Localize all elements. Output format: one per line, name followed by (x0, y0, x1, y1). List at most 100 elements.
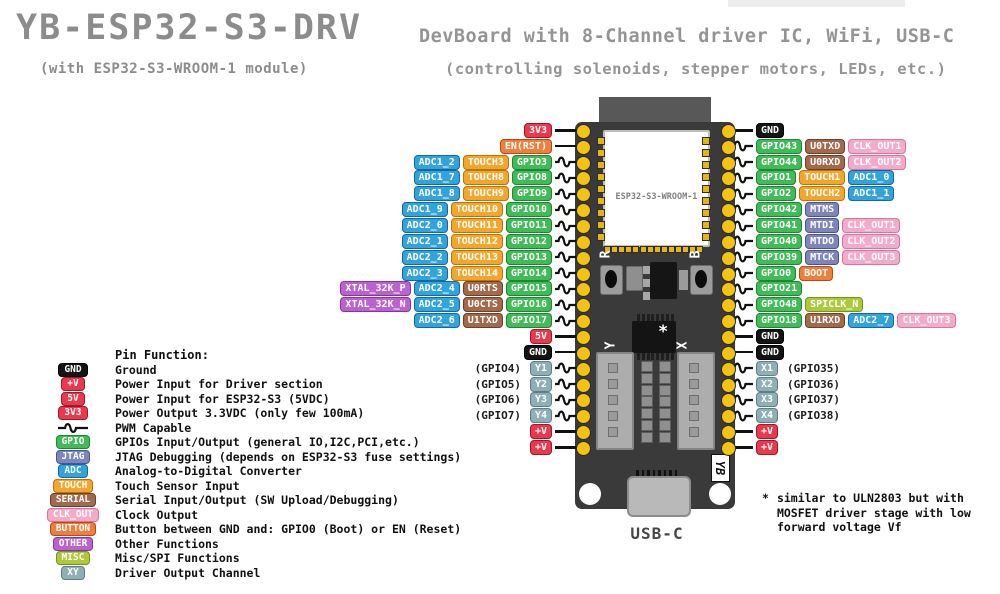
module-pad (701, 185, 710, 193)
resistor-pad (659, 420, 671, 431)
capacitor (626, 266, 643, 291)
connector-pin-hole (608, 363, 618, 373)
pin-badge-gpio44: GPIO44 (756, 154, 803, 170)
pin-badge-adc1-7: ADC1_7 (413, 170, 460, 186)
pin-row-right-1: GND (731, 122, 785, 138)
pwm-squiggle-icon (731, 267, 753, 279)
wire-line (731, 446, 753, 449)
legend-badge-cell: ADC (47, 464, 99, 479)
pin-badge-gnd: GND (756, 328, 785, 344)
pin-badge-adc2-4: ADC2_4 (413, 281, 460, 297)
pwm-squiggle-icon (555, 235, 577, 247)
legend-title-row: Pin Function: (47, 348, 461, 363)
pin-ref-label: (GPIO7) (474, 409, 521, 423)
legend-badge-cell: 5V (47, 391, 99, 406)
resistor-pad (659, 361, 671, 372)
pin-badge-en-rst-: EN(RST) (499, 138, 552, 154)
pin-badge-mtdi: MTDI (805, 218, 840, 233)
pin-badge-gpio2: GPIO2 (756, 186, 797, 202)
legend-badge: JTAG (55, 449, 91, 464)
module-pad (701, 209, 710, 217)
module-pad (682, 246, 690, 253)
module-pad (596, 149, 605, 157)
wire-line (731, 335, 753, 338)
pin-badge-gpio14: GPIO14 (505, 265, 552, 281)
module-pad (701, 233, 710, 241)
module-pad (596, 173, 605, 181)
pin-hole-left-4 (575, 171, 591, 187)
pin-ref-label: (GPIO37) (787, 393, 841, 407)
pin-badge-gpio11: GPIO11 (505, 218, 552, 233)
driver-ic-pin (646, 353, 650, 360)
pin-hole-right-13 (720, 314, 736, 330)
legend-desc: JTAG Debugging (depends on ESP32-S3 fuse… (115, 449, 462, 464)
driver-x-label: X (675, 341, 691, 350)
wire-line (555, 129, 577, 132)
pin-ref-label: (GPIO35) (787, 361, 841, 375)
pin-badge-gpio10: GPIO10 (505, 202, 552, 218)
yb-logo-text: YB (713, 460, 728, 476)
module-pad (639, 246, 647, 253)
pwm-squiggle-icon (555, 267, 577, 279)
pin-ref-label: (GPIO5) (474, 377, 521, 391)
pin-hole-right-10 (720, 266, 736, 282)
pwm-squiggle-icon (555, 378, 577, 390)
pin-badge-y1: Y1 (529, 360, 552, 376)
module-pad (701, 173, 710, 181)
driver-ic-pin (665, 314, 669, 321)
resistor-pad (641, 420, 653, 431)
esp32-module (603, 130, 710, 247)
pin-badge-x4: X4 (756, 408, 779, 424)
pin-badge-gpio12: GPIO12 (505, 233, 552, 249)
wire-line (555, 145, 577, 148)
pwm-squiggle-icon (731, 156, 753, 168)
driver-ic-pin (670, 353, 674, 360)
pin-badge-gpio13: GPIO13 (505, 249, 552, 265)
pin-hole-left-16 (575, 361, 591, 377)
legend-badge: GND (58, 362, 88, 377)
pin-badge-touch9: TOUCH9 (462, 186, 509, 202)
pin-badge-clk-out2: CLK_OUT2 (848, 154, 907, 170)
connector-pin-hole (689, 363, 699, 373)
legend-badge: BUTTON (49, 522, 97, 537)
module-pad (604, 246, 611, 253)
usb-pin (658, 470, 661, 476)
legend-badge: GPIO (55, 435, 91, 450)
module-pad (596, 197, 605, 205)
wire-line (731, 430, 753, 433)
legend-badge-cell: GND (47, 362, 99, 377)
driver-ic-pin (670, 314, 674, 321)
usb-pin (652, 470, 655, 476)
pin-row-right-21: +V (731, 439, 779, 455)
pwm-squiggle-icon (731, 140, 753, 152)
resistor-pad (659, 408, 671, 420)
pin-badge-clk-out3: CLK_OUT3 (897, 313, 956, 329)
pin-badge-touch1: TOUCH1 (799, 170, 846, 186)
resistor-pad (641, 431, 653, 443)
usb-pin (641, 470, 644, 476)
reset-button-label: R (598, 250, 614, 259)
usb-pin (669, 470, 672, 476)
legend-badge: SERIAL (49, 493, 97, 508)
legend-desc: Button between GND and: GPIO0 (Boot) or … (115, 522, 462, 537)
pin-row-right-20: +V (731, 424, 779, 440)
pin-badge-x1: X1 (756, 360, 779, 376)
resistor-pad (641, 408, 653, 420)
pin-badge-touch14: TOUCH14 (450, 265, 503, 281)
module-pad (701, 221, 710, 229)
legend-badge-cell: SERIAL (47, 493, 99, 508)
pin-badge-touch10: TOUCH10 (450, 202, 503, 218)
usb-pin (674, 470, 677, 476)
pin-hole-left-6 (575, 203, 591, 219)
wire-line (555, 430, 577, 433)
module-pad (701, 197, 710, 205)
legend-badge-cell: OTHER (47, 536, 99, 551)
